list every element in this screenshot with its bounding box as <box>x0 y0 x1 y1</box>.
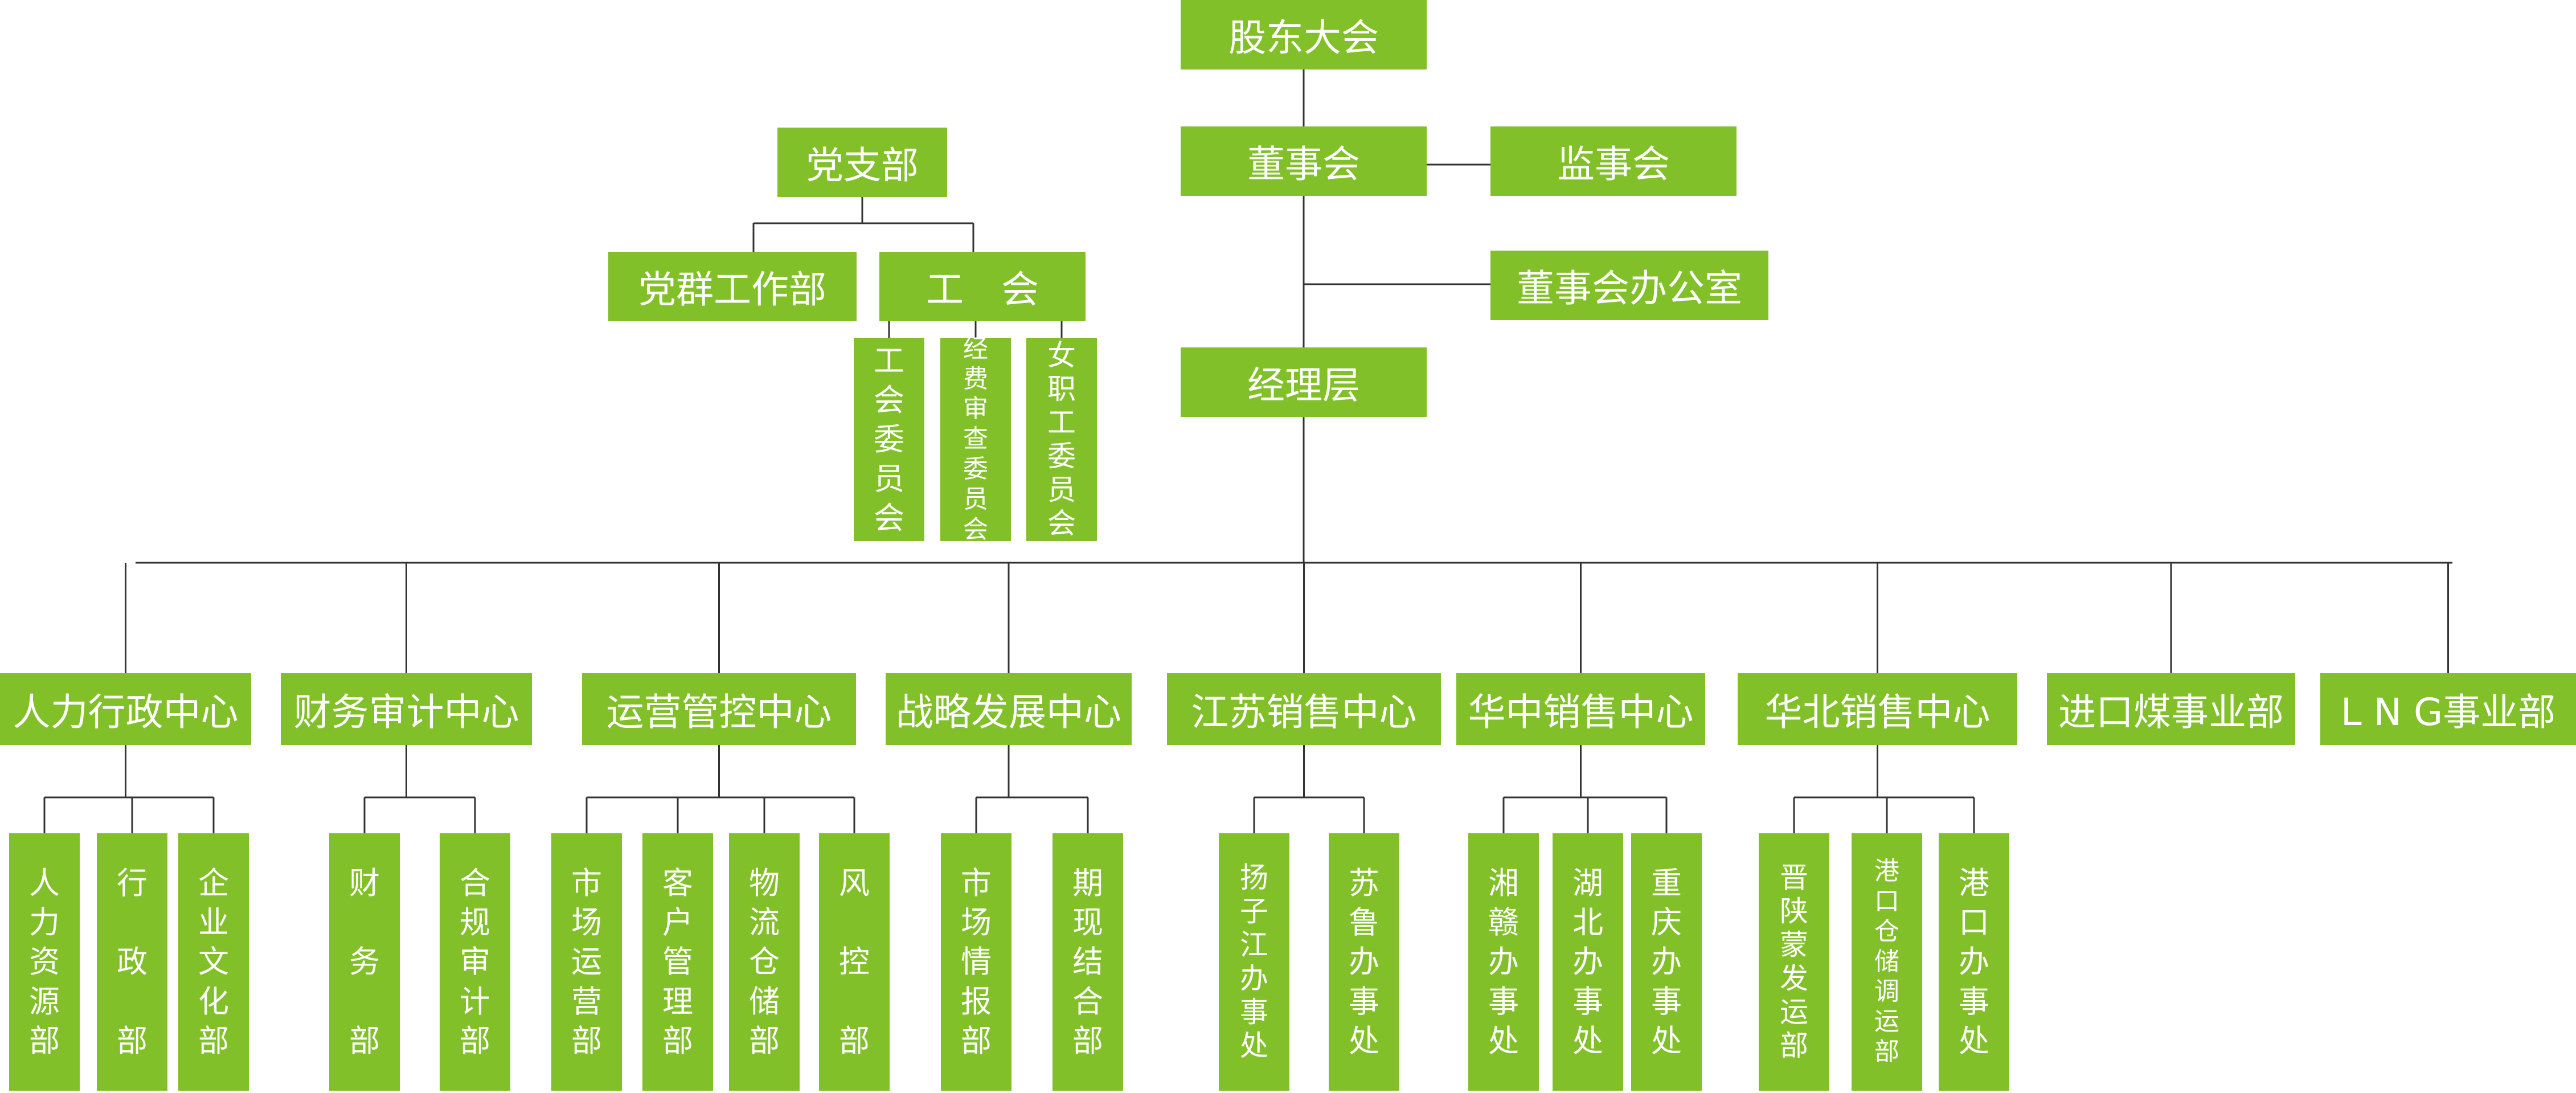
department-box: 湖北办事处 <box>1553 833 1623 1091</box>
department-box: 企业文化部 <box>178 833 249 1091</box>
department-box: 风 控 部 <box>819 833 890 1091</box>
department-box: 湘赣办事处 <box>1468 833 1539 1091</box>
department-box: 市场情报部 <box>941 833 1011 1091</box>
center-box: 人力行政中心 <box>0 673 251 745</box>
union-committee-box: 女职工委员会 <box>1026 338 1097 541</box>
union-box: 工 会 <box>879 252 1086 321</box>
department-box: 客户管理部 <box>642 833 713 1091</box>
department-box: 合规审计部 <box>440 833 510 1091</box>
department-box: 期现结合部 <box>1052 833 1123 1091</box>
department-box: 物流仓储部 <box>729 833 800 1091</box>
center-box: L N G事业部 <box>2320 673 2576 745</box>
department-box: 财 务 部 <box>329 833 400 1091</box>
department-box: 行 政 部 <box>97 833 167 1091</box>
management-box: 经理层 <box>1181 347 1427 417</box>
department-box: 重庆办事处 <box>1631 833 1702 1091</box>
center-box: 战略发展中心 <box>886 673 1132 745</box>
board-box: 董事会 <box>1181 126 1427 196</box>
supervisors-box: 监事会 <box>1490 126 1737 196</box>
department-box: 港口仓储调运部 <box>1852 833 1922 1091</box>
board-office-box: 董事会办公室 <box>1490 251 1768 320</box>
union-committee-box: 经费审查委员会 <box>940 334 1011 544</box>
department-box: 扬子江办事处 <box>1219 833 1289 1091</box>
center-box: 进口煤事业部 <box>2047 673 2295 745</box>
center-box: 财务审计中心 <box>281 673 532 745</box>
center-box: 华北销售中心 <box>1738 673 2017 745</box>
department-box: 市场运营部 <box>551 833 622 1091</box>
department-box: 人力资源部 <box>9 833 80 1091</box>
department-box: 晋陕蒙发运部 <box>1759 833 1829 1091</box>
union-committee-box: 工会委员会 <box>854 338 924 541</box>
center-box: 华中销售中心 <box>1456 673 1705 745</box>
mass-work-dept-box: 党群工作部 <box>608 252 857 321</box>
center-box: 江苏销售中心 <box>1167 673 1441 745</box>
center-box: 运营管控中心 <box>582 673 856 745</box>
shareholders-box: 股东大会 <box>1181 0 1427 69</box>
party-branch-box: 党支部 <box>777 128 947 197</box>
department-box: 港口办事处 <box>1939 833 2009 1091</box>
department-box: 苏鲁办事处 <box>1329 833 1399 1091</box>
